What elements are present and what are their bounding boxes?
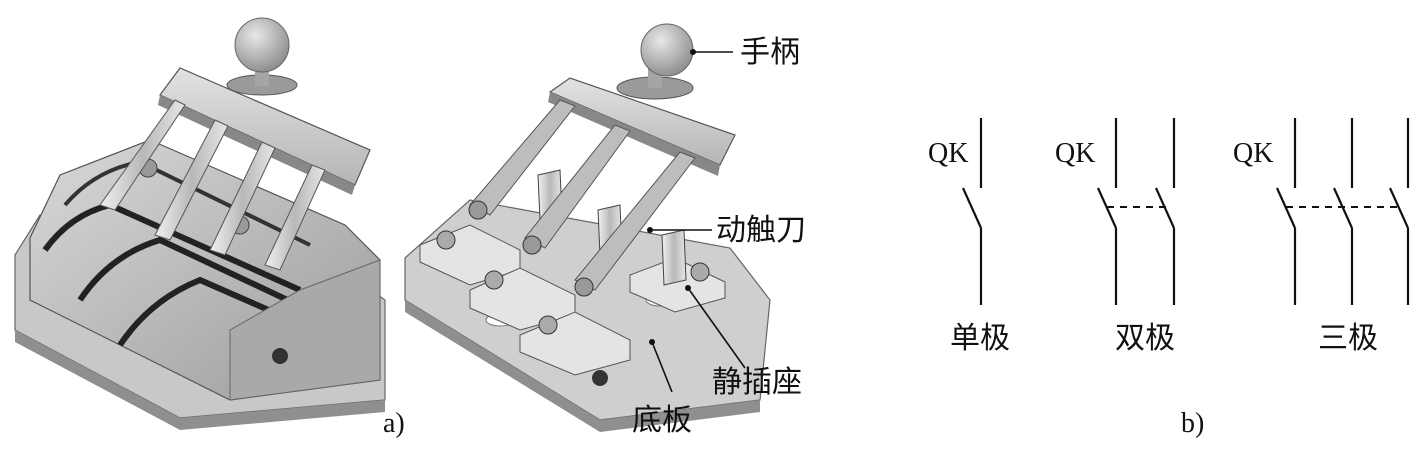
label-triple-pole: 三极 (1318, 321, 1378, 356)
label-single-pole: 单极 (950, 321, 1010, 356)
base-leader (651, 341, 673, 393)
designator-triple: QK (1233, 138, 1273, 169)
label-blade: 动触刀 (716, 213, 806, 248)
caption-a: a) (383, 408, 405, 439)
symbol-triple-pole: QK 三极 (1233, 118, 1410, 356)
label-socket: 静插座 (712, 365, 802, 400)
symbol-single-pole: QK 单极 (928, 118, 1010, 356)
label-double-pole: 双极 (1115, 321, 1175, 356)
socket-leader (687, 287, 746, 369)
label-base: 底板 (632, 403, 692, 438)
designator-single: QK (928, 138, 968, 169)
designator-double: QK (1055, 138, 1095, 169)
label-handle: 手柄 (740, 35, 800, 70)
closed-knife-switch-photo (14, 17, 386, 430)
symbol-double-pole: QK 双极 (1055, 118, 1176, 356)
open-knife-switch-photo (404, 23, 771, 432)
caption-b: b) (1181, 408, 1204, 439)
